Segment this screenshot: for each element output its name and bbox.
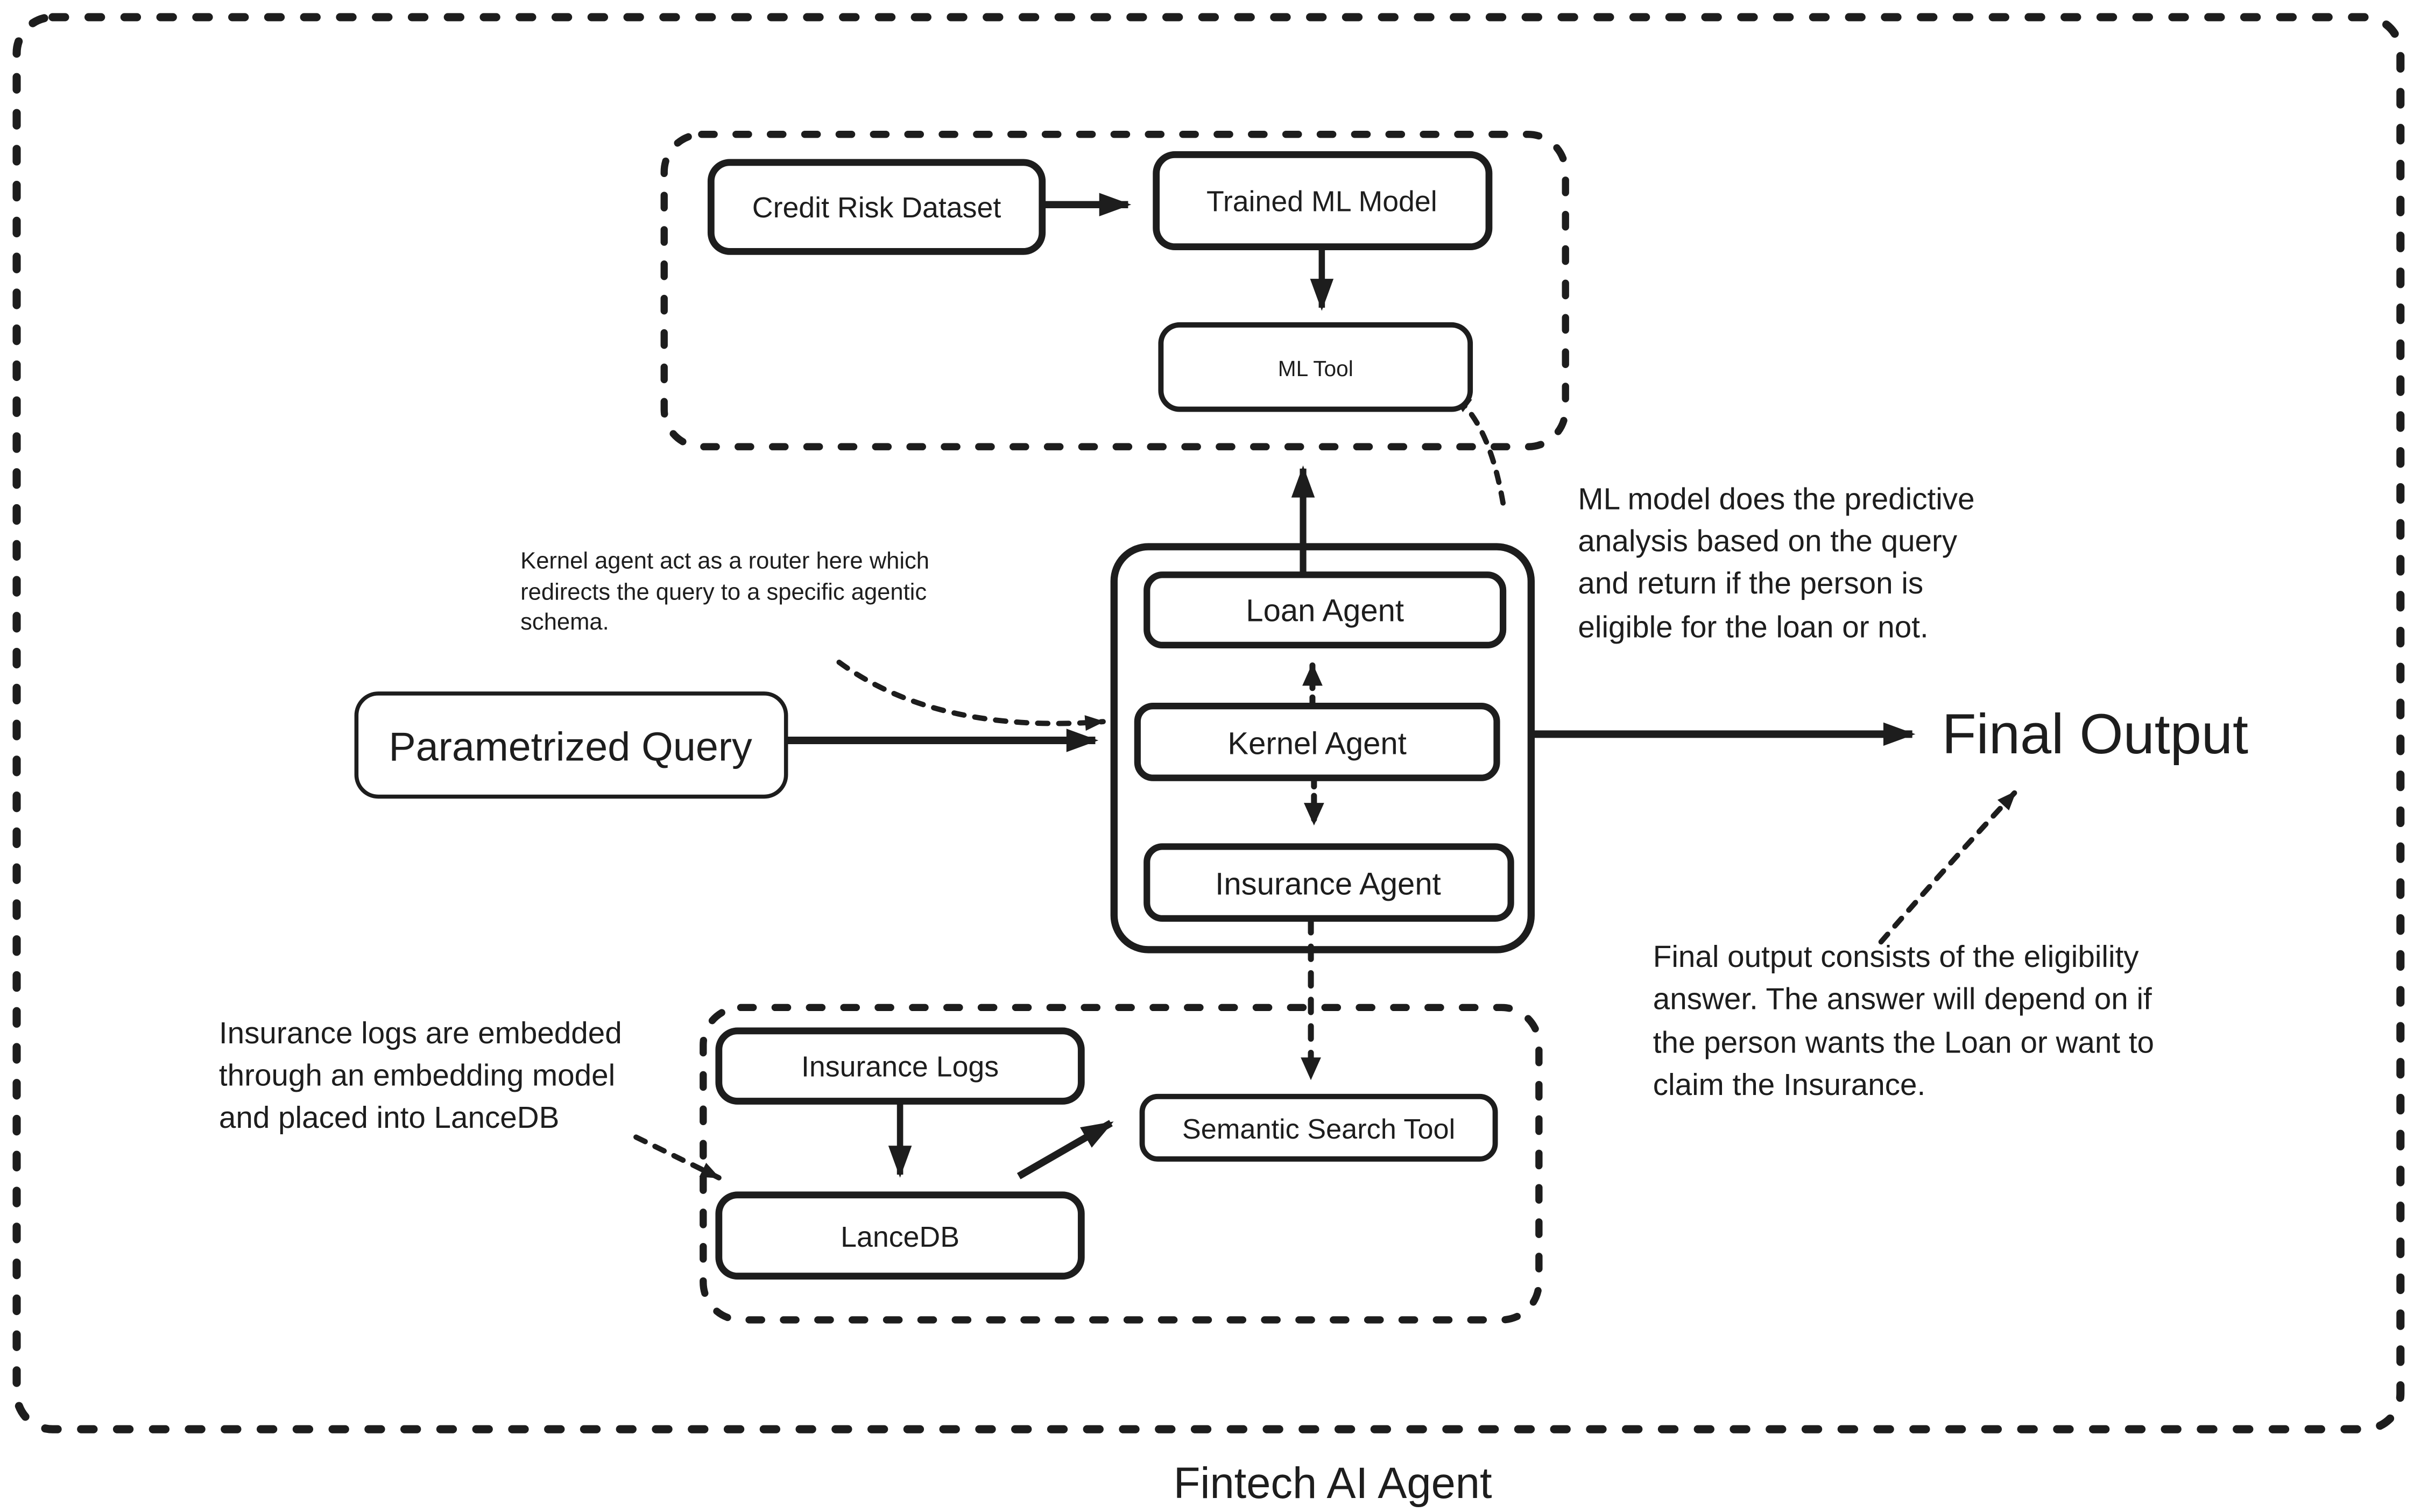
kernel-agent-node xyxy=(1134,703,1500,781)
ml-model-note-line2: analysis based on the query xyxy=(1578,524,1957,558)
loan-agent-node xyxy=(1144,571,1507,648)
trained-ml-model-label: Trained ML Model xyxy=(1206,185,1437,217)
ml-group-frame xyxy=(660,130,1569,450)
trained-ml-model-node xyxy=(1153,151,1493,251)
insurance-embedding-note-line3: and placed into LanceDB xyxy=(219,1100,559,1134)
insurance-group-frame xyxy=(700,1004,1543,1324)
final-output-label: Final Output xyxy=(1942,703,2248,766)
lancedb-node xyxy=(715,1191,1085,1280)
final-output-note-line3: the person wants the Loan or want to xyxy=(1653,1026,2154,1059)
ml-model-note: ML model does the predictive analysis ba… xyxy=(1578,482,1983,644)
final-output-note: Final output consists of the eligibility… xyxy=(1653,939,2163,1101)
kernel-router-note-line3: schema. xyxy=(520,609,609,635)
kernel-router-note-line1: Kernel agent act as a router here which xyxy=(520,548,929,574)
kernel-agent-label: Kernel Agent xyxy=(1227,726,1406,761)
outer-dashed-frame xyxy=(12,13,2405,1433)
kernel-router-note: Kernel agent act as a router here which … xyxy=(520,548,936,635)
credit-risk-dataset-node xyxy=(707,159,1046,255)
final-output-note-line1: Final output consists of the eligibility xyxy=(1653,939,2140,973)
parametrized-query-node xyxy=(354,691,788,799)
insurance-embedding-note: Insurance logs are embedded through an e… xyxy=(219,1016,631,1134)
parametrized-query-label: Parametrized Query xyxy=(389,724,752,769)
diagram-caption: Fintech AI Agent xyxy=(1174,1459,1492,1508)
leader-finaloutput-note xyxy=(1878,789,2018,945)
lancedb-label: LanceDB xyxy=(841,1221,959,1253)
ml-tool-label: ML Tool xyxy=(1278,356,1353,381)
insurance-logs-node xyxy=(715,1027,1085,1105)
ml-model-note-line4: eligible for the loan or not. xyxy=(1578,610,1928,644)
leader-insurance-note xyxy=(633,1134,722,1181)
ml-model-note-line1: ML model does the predictive xyxy=(1578,482,1974,515)
insurance-agent-label: Insurance Agent xyxy=(1215,867,1441,902)
leader-kernel-note xyxy=(836,659,1106,731)
ml-model-note-line3: and return if the person is xyxy=(1578,566,1923,600)
insurance-agent-node xyxy=(1144,843,1514,922)
insurance-logs-label: Insurance Logs xyxy=(801,1051,999,1083)
semantic-search-tool-label: Semantic Search Tool xyxy=(1182,1114,1455,1145)
final-output-note-line4: claim the Insurance. xyxy=(1653,1068,1925,1101)
kernel-router-note-line2: redirects the query to a specific agenti… xyxy=(520,580,927,605)
arrow-lancedb-to-semantic xyxy=(1017,1120,1114,1179)
insurance-embedding-note-line2: through an embedding model xyxy=(219,1058,615,1092)
loan-agent-label: Loan Agent xyxy=(1246,594,1404,628)
semantic-search-tool-node xyxy=(1139,1093,1498,1162)
insurance-embedding-note-line1: Insurance logs are embedded xyxy=(219,1016,622,1050)
credit-risk-dataset-label: Credit Risk Dataset xyxy=(752,192,1001,224)
final-output-note-line2: answer. The answer will depend on if xyxy=(1653,981,2152,1015)
ml-tool-node xyxy=(1158,322,1473,412)
